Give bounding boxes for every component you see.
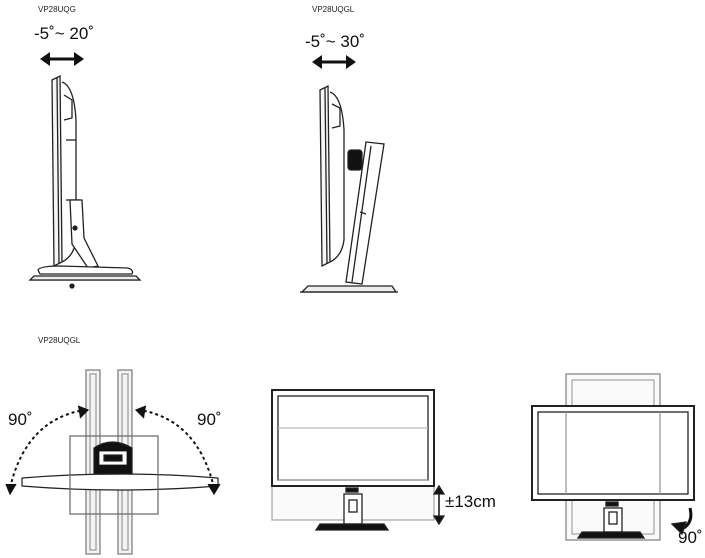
model-label-vp28uqg: VP28UQG <box>38 5 76 14</box>
height-range-label: ±13cm <box>445 492 496 511</box>
tilt-arrow-uqgl <box>312 55 356 69</box>
pivot-angle-label: 90˚ <box>678 528 703 547</box>
swivel-angle-right: 90˚ <box>197 410 222 429</box>
swivel-angle-left: 90˚ <box>8 410 33 429</box>
pivot-diagram <box>531 373 695 541</box>
model-label-vp28uqgl-top: VP28UQGL <box>312 5 355 14</box>
swivel-diagram <box>5 369 221 555</box>
height-diagram <box>271 389 446 531</box>
tilt-arrow-uqg <box>40 52 84 66</box>
tilt-range-label-uqgl: -5˚~ 30˚ <box>305 32 365 51</box>
model-label-vp28uqgl-bottom: VP28UQGL <box>38 336 81 345</box>
tilt-range-label-uqg: -5˚~ 20˚ <box>34 24 94 43</box>
monitor-side-uqg <box>28 74 142 289</box>
monitor-side-uqgl <box>300 84 398 293</box>
